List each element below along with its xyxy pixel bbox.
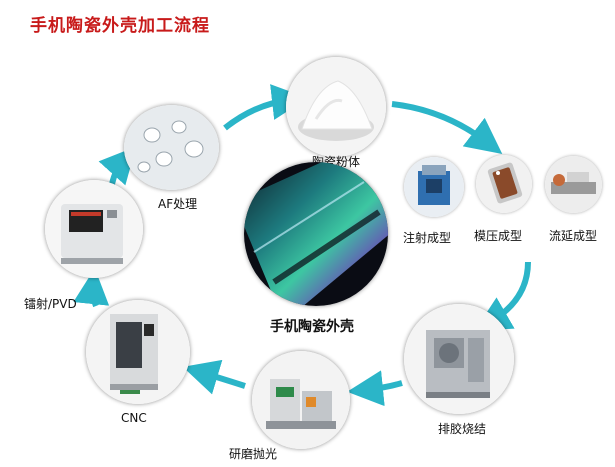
arrow-polishing-to-cnc (182, 359, 246, 395)
step-label-compression: 模压成型 (474, 229, 523, 243)
step-label-af: AF处理 (158, 197, 198, 211)
step-polishing-image (252, 351, 350, 449)
arrow-powder-to-forming (391, 101, 503, 154)
step-label-injection: 注射成型 (403, 231, 452, 245)
step-label-tapecasting: 流延成型 (549, 229, 598, 243)
arrow-forming-to-sintering (474, 261, 531, 332)
diagram-title: 手机陶瓷外壳加工流程 (30, 16, 210, 36)
step-compression-image (476, 155, 532, 213)
step-label-pvd: 镭射/PVD (24, 297, 77, 311)
arrow-cnc-to-pvd (73, 268, 110, 308)
step-cnc-image (86, 300, 190, 404)
arrow-af-to-powder (223, 84, 308, 131)
arrow-sintering-to-polishing (347, 370, 403, 407)
step-sintering-image (404, 304, 514, 414)
step-pvd-image (45, 180, 143, 278)
step-label-cnc: CNC (121, 411, 147, 425)
step-label-polishing: 研磨抛光 (229, 447, 278, 461)
step-powder-image (286, 57, 386, 157)
step-label-sintering: 排胶烧结 (438, 422, 487, 436)
center-label: 手机陶瓷外壳 (270, 319, 354, 335)
step-tapecasting-image (545, 156, 602, 213)
arrow-pvd-to-af (98, 146, 137, 186)
center-product-image (244, 162, 388, 306)
step-af-image (124, 105, 219, 190)
step-injection-image (404, 157, 464, 217)
